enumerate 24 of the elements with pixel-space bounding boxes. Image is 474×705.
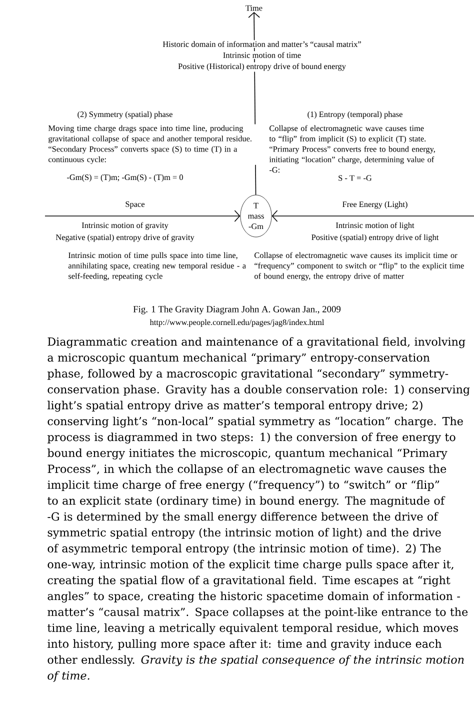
note-text: Intrinsic motion of gravity [80,221,170,231]
equation-text: -Gm(S) = (T)m; -Gm(S) - (T)m = 0 [66,173,184,183]
phase-heading: (1) Entropy (temporal) phase [306,110,404,120]
note-text: Positive (Historical) entropy drive of bound energy [177,62,347,72]
axis-label: Time [246,5,262,11]
note-text: Collapse of electromagnetic wave causes its implicit time or “frequency” component to switch or “flip” to the explicit time of bound energy, the entropy drive of matter [253,251,472,282]
note-text: Moving time charge drags space into time line, producing gravitational collapse of space and another temporal residue. “Secondary Process” converts space (S) to time (T) in a continuous cycle: [47,124,260,165]
mass-oval: T mass -Gm [240,194,272,238]
arrow [44,210,240,222]
figure-caption: Fig. 1 The Gravity Diagram John A. Gowan Jan., 2009 [133,306,340,314]
source-url: http://www.people.cornell.edu/pages/jag8/index.html [148,318,326,328]
note-text: Intrinsic motion of light [334,221,416,231]
body-paragraph: Diagrammatic creation and maintenance of a gravitational field, involving a microscopic quantum mechanical “primary” entropy-conservation phase, followed by a macroscopic gravitational “secondary” symmetry-conservation phase. Gravity has a double conservation role: 1) conserving light’s spatial entropy drive as matter’s temporal entropy drive; 2) conserving light’s “non-local” spatial symmetry as “location” charge. The process is diagrammed in two steps: 1) the conversion of free energy to bound energy initiates the microscopic, quantum mechanical “Primary Process”, in which the collapse of an electromagnetic wave causes the implicit time charge of free energy (“frequency”) to “switch” or “flip” to an explicit state (ordinary time) in bound energy. The magnitude of -G is determined by the small energy difference between the drive of symmetric spatial entropy (the intrinsic motion of light) and the drive of asymmetric temporal entropy (the intrinsic motion of time). 2) The one-way, intrinsic motion of the explicit time charge pulls space after it, creating the spatial flow of a gravitational field. Time escapes at “right angles” to space, creating the historic spacetime domain of information - matter’s “causal matrix”. Space collapses at the point-like entrance to the time line, leaving a metrically equivalent temporal residue, which moves into history, pulling more space after it: time and gravity induce each other endlessly. Gravity is the spatial consequence of the intrinsic motion of time. [46,336,472,683]
note-text: Positive (spatial) entropy drive of light [310,233,440,243]
edge-label: Space [124,200,146,210]
note-text: Negative (spatial) entropy drive of gravity [54,233,196,243]
phase-heading: (2) Symmetry (spatial) phase [76,110,174,120]
note-text: Intrinsic motion of time [222,51,302,59]
note-text: Intrinsic motion of time pulls space into time line, annihilating space, creating new temporal residue - a self-feeding, repeating cycle [67,251,248,282]
arrow [272,210,474,222]
edge-label: Free Energy (Light) [341,200,409,210]
note-text: Historic domain of information and matter’s “causal matrix” [162,40,362,48]
note-text: Collapse of electromagnetic wave causes time to “flip” from implicit (S) to explicit (T) state. “Primary Process” converts free to bound energy, initiating “location” charge, determining value of -G: [268,124,442,174]
equation-text: S - T = -G [337,174,373,182]
